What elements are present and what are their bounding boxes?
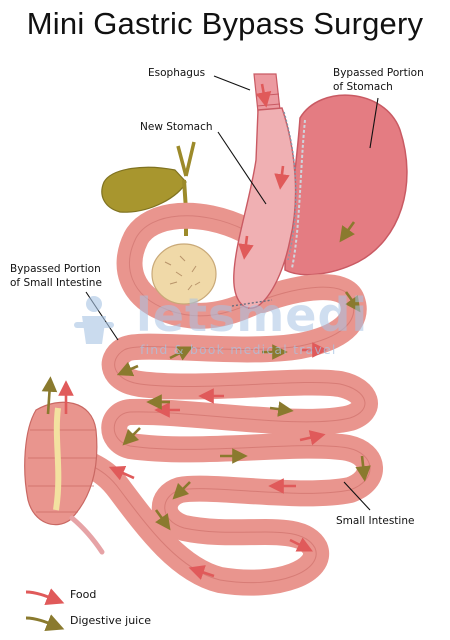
bypassed-stomach bbox=[284, 94, 408, 276]
colon bbox=[24, 401, 105, 555]
pancreas bbox=[151, 243, 217, 305]
juice-arrows bbox=[41, 221, 371, 531]
legend-label-juice: Digestive juice bbox=[70, 614, 152, 627]
new-stomach bbox=[231, 107, 297, 309]
legend-label-food: Food bbox=[70, 588, 97, 601]
label-bypassed-stomach-1: Bypassed Portion bbox=[333, 67, 424, 79]
page-title: Mini Gastric Bypass Surgery bbox=[26, 6, 424, 41]
watermark-logo bbox=[74, 296, 114, 344]
food-arrow-icon bbox=[25, 588, 65, 606]
food-arrows bbox=[58, 83, 328, 580]
small-intestine bbox=[79, 274, 383, 596]
esophagus bbox=[253, 73, 281, 113]
duodenum-loop bbox=[116, 202, 271, 329]
label-bypassed-stomach-2: of Stomach bbox=[333, 81, 393, 93]
juice-arrow-icon bbox=[25, 614, 65, 632]
label-bypassed-intestine-1: Bypassed Portion bbox=[10, 263, 101, 275]
label-esophagus: Esophagus bbox=[148, 67, 206, 79]
label-small-intestine: Small Intestine bbox=[336, 515, 415, 527]
label-bypassed-intestine-2: of Small Intestine bbox=[10, 277, 102, 289]
watermark-name: letsmedi bbox=[136, 288, 369, 342]
label-new-stomach: New Stomach bbox=[140, 121, 213, 133]
watermark-tagline: find & book medical travel bbox=[140, 342, 337, 357]
